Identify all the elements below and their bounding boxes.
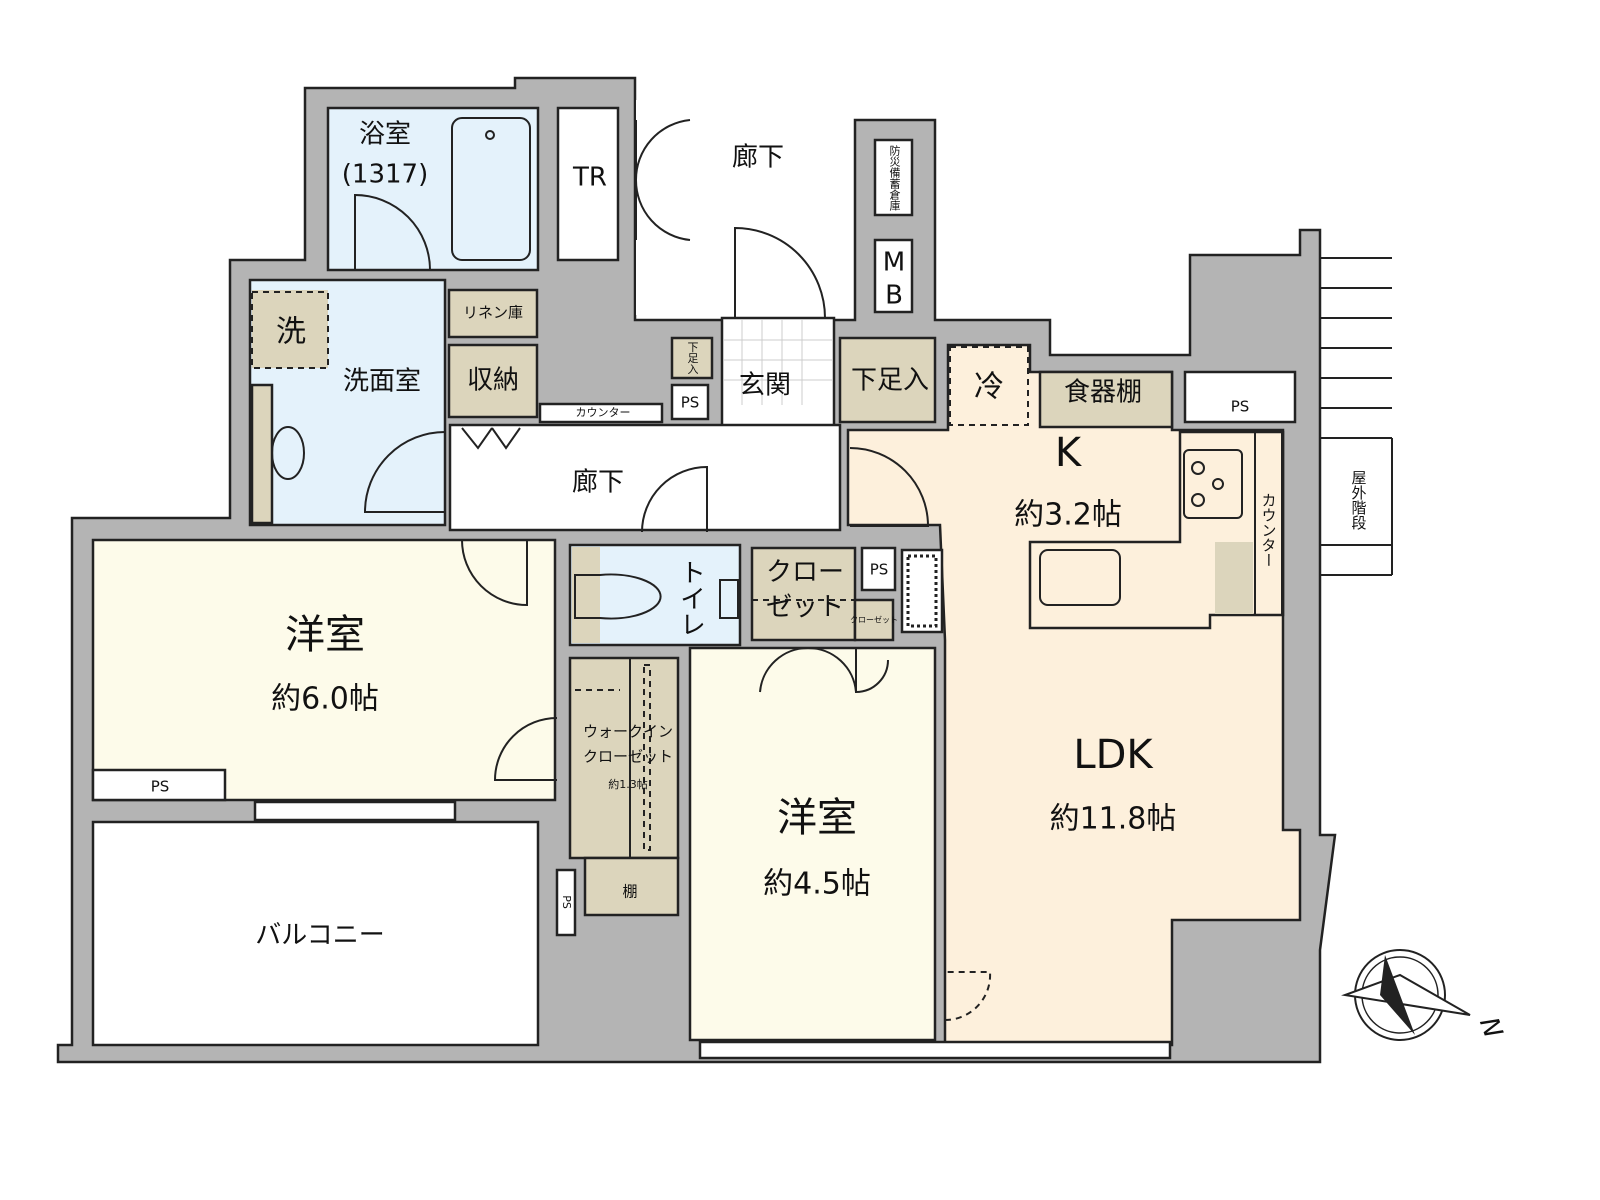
closet-label-1: クロー bbox=[766, 558, 844, 588]
paper-holder-icon bbox=[719, 579, 739, 619]
counter-label: カウンター bbox=[576, 406, 631, 419]
genkan-label: 玄関 bbox=[739, 371, 791, 401]
wic-label-2: クローゼット bbox=[583, 748, 673, 766]
storage bbox=[447, 343, 539, 419]
western-room-1-label: 洋室 bbox=[285, 612, 365, 658]
pipe-space bbox=[670, 383, 710, 421]
compass-north-label: N bbox=[1473, 1014, 1508, 1043]
small-shoe-cabinet bbox=[670, 336, 714, 380]
door-swing[interactable] bbox=[461, 539, 528, 607]
bathroom-label: 浴室 bbox=[359, 120, 411, 150]
kitchen-ps bbox=[1183, 370, 1297, 424]
sink-icon bbox=[271, 426, 305, 480]
ldk-door-swing[interactable] bbox=[849, 447, 930, 527]
western-room-2-size: 約4.5帖 bbox=[763, 867, 871, 902]
door-swing[interactable] bbox=[944, 971, 992, 1022]
shelf bbox=[583, 856, 680, 917]
western-room-1 bbox=[91, 538, 557, 802]
disaster-storage-label: 防災備蓄倉庫 bbox=[888, 144, 901, 212]
western-room-2-label: 洋室 bbox=[777, 795, 857, 841]
cupboard bbox=[1038, 370, 1174, 429]
trunk-room-label: TR bbox=[572, 163, 607, 193]
disaster-storage bbox=[873, 138, 914, 217]
trunk-room bbox=[556, 106, 620, 262]
outer-corridor bbox=[636, 100, 846, 315]
kitchen-size: 約3.2帖 bbox=[1014, 498, 1122, 533]
stove-icon bbox=[1183, 449, 1243, 519]
tile-grid bbox=[724, 320, 832, 405]
western-ps bbox=[91, 768, 227, 802]
shoe-cabinet bbox=[838, 336, 937, 424]
washroom-label: 洗面室 bbox=[343, 367, 421, 397]
counter bbox=[538, 402, 664, 424]
entrance-door-swing[interactable] bbox=[734, 226, 826, 319]
meter-box bbox=[873, 238, 914, 314]
western-ps-label: PS bbox=[151, 778, 170, 796]
linen-closet-label: リネン庫 bbox=[463, 304, 523, 322]
storage-label: 収納 bbox=[467, 366, 519, 396]
closet-label-2: ゼット bbox=[766, 593, 844, 623]
pipe-space-label: PS bbox=[681, 394, 700, 412]
toilet-icon bbox=[574, 573, 662, 620]
bathroom-size: (1317) bbox=[342, 160, 428, 190]
hallway-label: 廊下 bbox=[572, 468, 624, 498]
washer-label: 洗 bbox=[276, 315, 306, 350]
cupboard-label: 食器棚 bbox=[1064, 378, 1142, 408]
walk-in-closet bbox=[568, 656, 680, 860]
ldk-label: LDK bbox=[1073, 732, 1154, 778]
window[interactable] bbox=[698, 1040, 1172, 1060]
outdoor-stairs bbox=[1320, 257, 1393, 576]
bathroom bbox=[326, 106, 540, 272]
washer-space bbox=[252, 290, 328, 368]
kitchen-counter-label: カウンター bbox=[1260, 493, 1278, 568]
window[interactable] bbox=[253, 800, 457, 822]
kitchen-sink-icon bbox=[1039, 549, 1121, 606]
linen-closet bbox=[447, 288, 539, 339]
small-ps-label: PS bbox=[560, 895, 573, 909]
dishwasher-space bbox=[1215, 542, 1253, 614]
ldk-size: 約11.8帖 bbox=[1050, 802, 1177, 837]
fridge-label: 冷 bbox=[974, 370, 1004, 405]
small-shoe-cabinet-label: 下足入 bbox=[686, 342, 699, 375]
closet-ps-label: PS bbox=[870, 561, 889, 579]
vanity-counter bbox=[250, 383, 274, 525]
shoe-cabinet-label: 下足入 bbox=[851, 366, 929, 396]
balcony-label: バルコニー bbox=[255, 921, 384, 951]
kitchen-label: K bbox=[1055, 430, 1083, 476]
shelf-label: 棚 bbox=[622, 883, 637, 901]
bathtub-icon bbox=[451, 117, 531, 261]
western-room-1-size: 約6.0帖 bbox=[271, 682, 379, 717]
small-closet bbox=[853, 598, 895, 642]
meter-box-label-m: M bbox=[883, 248, 905, 278]
small-ps bbox=[555, 868, 577, 937]
wic-door-swing[interactable] bbox=[493, 717, 558, 781]
closet-door-swing[interactable] bbox=[759, 646, 889, 694]
storage-door-swing[interactable] bbox=[461, 427, 521, 450]
balcony bbox=[91, 820, 540, 1047]
door-swing[interactable] bbox=[634, 119, 691, 241]
meter-box-label-b: B bbox=[885, 281, 903, 311]
door-swing[interactable] bbox=[354, 193, 431, 271]
closet-ps bbox=[860, 546, 897, 592]
door-swing[interactable] bbox=[363, 431, 446, 513]
western-room-2 bbox=[688, 646, 937, 1042]
wic-size: 約1.3帖 bbox=[608, 777, 648, 791]
toilet-door-swing[interactable] bbox=[641, 465, 708, 533]
compass-icon bbox=[1341, 949, 1471, 1041]
small-closet-label: クローゼット bbox=[850, 615, 898, 625]
kitchen-side-counter bbox=[1254, 431, 1283, 616]
wic-label-1: ウォークイン bbox=[583, 723, 673, 741]
toilet-label: トイレ bbox=[676, 559, 706, 637]
drain-icon bbox=[485, 130, 495, 140]
fridge-space bbox=[949, 346, 1029, 426]
closet bbox=[750, 546, 857, 642]
outer-corridor-label: 廊下 bbox=[732, 143, 784, 173]
outdoor-stairs-label: 屋外階段 bbox=[1350, 470, 1368, 530]
kitchen-ps-label: PS bbox=[1231, 398, 1250, 416]
